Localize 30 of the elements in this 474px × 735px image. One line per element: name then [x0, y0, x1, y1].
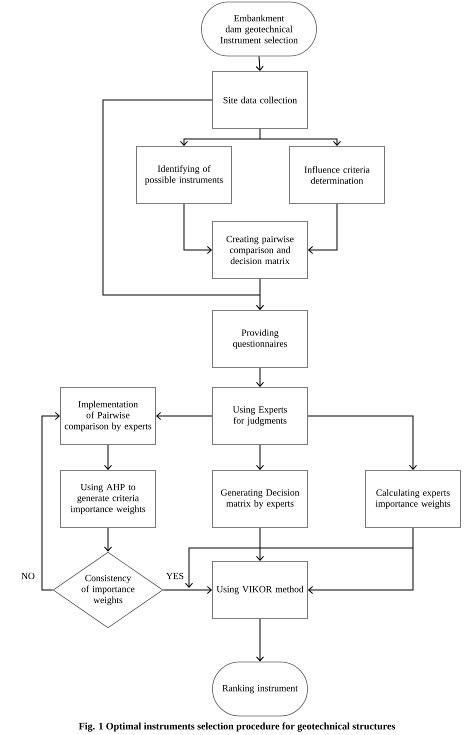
process-box: Identifying of possible instruments [136, 146, 232, 204]
process-box: Using VIKOR method [212, 561, 308, 619]
process-box: Generating Decision matrix by experts [212, 470, 308, 528]
arrow [308, 203, 338, 254]
edge-label: NO [20, 572, 36, 580]
process-box: Site data collection [212, 71, 308, 129]
arrow [42, 412, 60, 590]
process-box: Creating pairwise comparison and decision matrix [212, 221, 308, 279]
edge-label: YES [165, 572, 185, 580]
arrow [162, 586, 212, 594]
arrow [260, 128, 341, 146]
arrow [256, 278, 264, 310]
process-box: Influence criteria determination [289, 146, 385, 204]
arrow [104, 527, 112, 552]
process-box: Using AHP to generate criteria importance weights [60, 470, 156, 528]
arrow [256, 618, 264, 662]
process-box: Using Experts for judgments [212, 387, 308, 445]
arrow [307, 416, 417, 470]
arrow [104, 444, 112, 470]
arrow [256, 444, 264, 470]
process-box: Providing questionnaires [212, 310, 308, 368]
caption: Fig. 1 Optimal instruments selection procedure for geotechnical structures [78, 722, 396, 732]
arrow [308, 527, 414, 594]
arrow [256, 527, 264, 562]
arrow [256, 367, 264, 388]
process-box: Implementation of Pairwise comparison by experts [60, 387, 156, 445]
arrow [184, 203, 212, 254]
arrow [156, 412, 213, 420]
arrow [256, 56, 264, 72]
process-box: Calculating experts importance weights [365, 470, 461, 528]
